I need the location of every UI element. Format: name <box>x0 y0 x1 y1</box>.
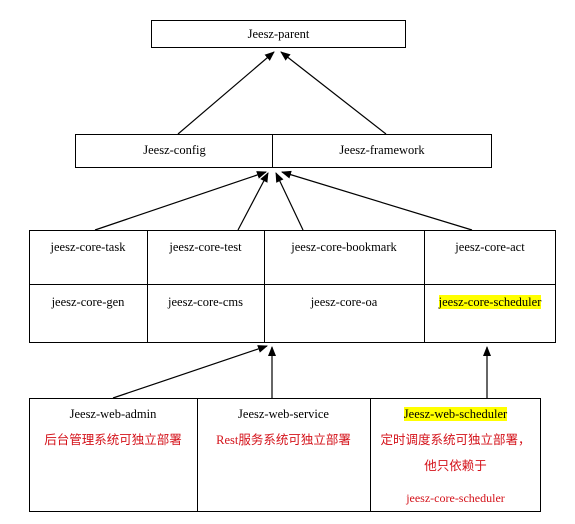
config-framework-divider <box>272 134 273 168</box>
core-module-task: jeesz-core-task <box>50 240 126 254</box>
jeesz-framework-label: Jeesz-framework <box>339 143 425 157</box>
jeesz-parent-label: Jeesz-parent <box>247 27 310 41</box>
arrow-act-to-middle <box>281 170 473 231</box>
config-framework-box: Jeesz-config Jeesz-framework <box>75 134 492 168</box>
jeesz-parent-box: Jeesz-parent <box>151 20 406 48</box>
web-service-description: Rest服务系统可独立部署 <box>216 433 351 447</box>
core-module-scheduler-highlight: jeesz-core-scheduler <box>438 295 542 309</box>
arrow-task-to-middle <box>94 171 267 231</box>
core-col-divider-1 <box>147 230 148 343</box>
arrow-bookmark-to-middle <box>275 172 304 231</box>
web-col-divider-1 <box>197 398 198 512</box>
core-module-scheduler: jeesz-core-scheduler <box>424 294 556 310</box>
web-admin-description: 后台管理系统可独立部署 <box>44 433 182 447</box>
core-module-act: jeesz-core-act <box>455 240 525 254</box>
core-modules-table <box>29 230 556 343</box>
core-col-divider-2 <box>264 230 265 343</box>
arrow-test-to-middle <box>237 172 269 231</box>
arrow-admin-to-core <box>112 345 268 399</box>
jeesz-config-label: Jeesz-config <box>143 143 206 157</box>
core-module-oa: jeesz-core-oa <box>310 295 378 309</box>
web-col-divider-2 <box>370 398 371 512</box>
web-scheduler-dependency: jeesz-core-scheduler <box>406 491 505 505</box>
core-col-divider-3 <box>424 230 425 343</box>
web-admin-name: Jeesz-web-admin <box>69 407 157 421</box>
web-scheduler-name: Jeesz-web-scheduler <box>370 406 541 422</box>
web-scheduler-name-highlight: Jeesz-web-scheduler <box>403 407 508 421</box>
core-row-divider <box>29 284 556 285</box>
core-module-cms: jeesz-core-cms <box>168 295 243 309</box>
core-module-bookmark: jeesz-core-bookmark <box>291 240 397 254</box>
arrow-config-to-parent <box>177 51 275 135</box>
core-module-gen: jeesz-core-gen <box>51 295 125 309</box>
web-scheduler-description: 定时调度系统可独立部署，他只依赖于 <box>380 433 531 473</box>
web-service-name: Jeesz-web-service <box>238 407 329 421</box>
core-module-test: jeesz-core-test <box>169 240 242 254</box>
arrow-framework-to-parent <box>280 51 387 135</box>
